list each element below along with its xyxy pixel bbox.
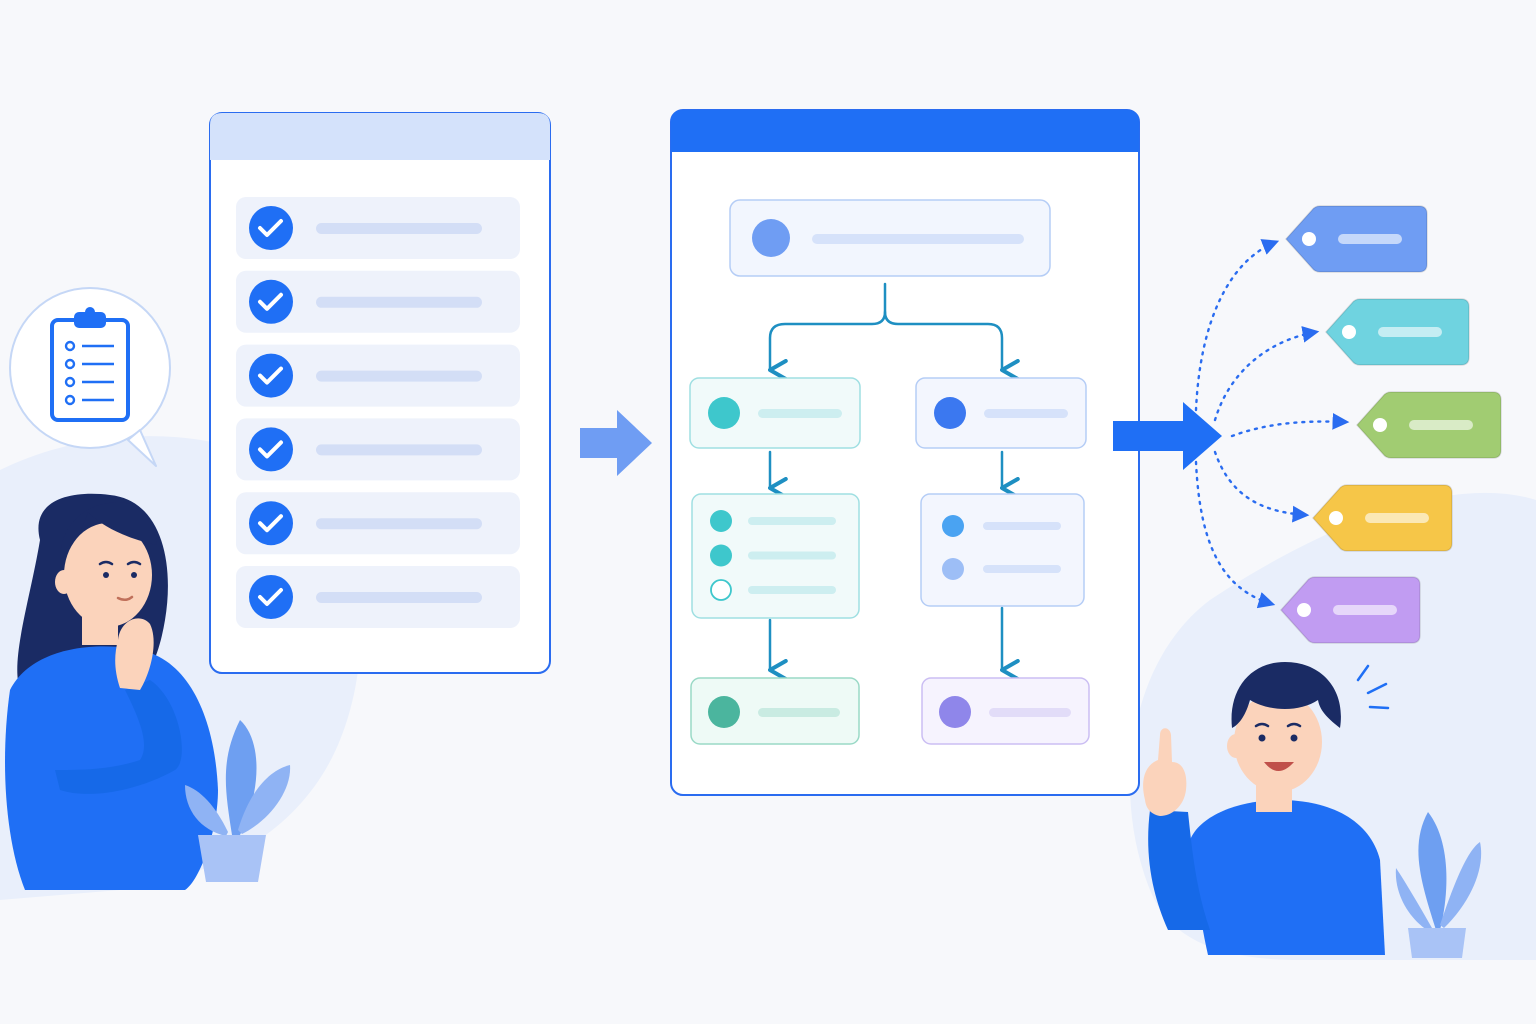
man-hand-pointing: [1143, 728, 1187, 816]
man-face: [1234, 692, 1322, 792]
flow-node-dot: [939, 696, 971, 728]
placeholder-line: [1409, 420, 1473, 430]
checkmark-circle-icon: [249, 279, 293, 324]
thought-bubble: [9, 287, 171, 467]
checklist-row: [236, 197, 520, 259]
dotted-arrow: [1213, 450, 1310, 523]
tag-hole: [1329, 511, 1343, 525]
flow-list-item: [710, 544, 836, 567]
right-arrow-icon: [1113, 402, 1222, 470]
bullet-dot: [942, 515, 964, 537]
checklist-row: [236, 492, 520, 555]
flow-list-item: [710, 579, 836, 601]
tag-icon: [1284, 205, 1428, 273]
placeholder-line: [758, 708, 840, 717]
checklist-row: [236, 270, 520, 333]
placeholder-line: [316, 444, 482, 456]
bullet-dot-empty: [710, 579, 732, 601]
man-hair: [1231, 662, 1341, 728]
dotted-arrow: [1230, 413, 1350, 438]
right-arrow-icon: [580, 410, 652, 476]
placeholder-line: [758, 409, 842, 418]
checkmark-circle-icon: [249, 427, 293, 472]
flow-node-dot: [708, 397, 740, 429]
dotted-arrow: [1194, 239, 1280, 412]
flow-list: [710, 510, 836, 601]
dotted-fan-arrows: [1194, 239, 1350, 609]
tag-icon: [1355, 391, 1502, 459]
placeholder-line: [316, 370, 482, 382]
dotted-arrow: [1213, 326, 1320, 422]
placeholder-line: [983, 522, 1061, 530]
tag-hole: [1342, 325, 1356, 339]
checklist-row: [236, 418, 520, 481]
idea-man: [1143, 662, 1390, 955]
tag-hole: [1373, 418, 1387, 432]
flow-node-dot: [708, 696, 740, 728]
clipboard-checklist-icon: [50, 307, 130, 422]
placeholder-line: [1365, 513, 1429, 523]
flow-right-node-2: [920, 493, 1085, 607]
flow-list-item: [942, 515, 1061, 537]
potted-plant-icon: [185, 720, 291, 882]
thinking-woman: [5, 493, 218, 890]
flow-left-node-1: [689, 377, 861, 449]
placeholder-line: [316, 223, 482, 234]
placeholder-line: [316, 296, 482, 308]
checkmark-circle-icon: [249, 353, 293, 398]
checklist-row: [236, 566, 520, 628]
checkmark-circle-icon: [249, 575, 293, 619]
placeholder-line: [1333, 605, 1397, 615]
connector-branch: [883, 310, 1020, 382]
placeholder-line: [748, 551, 836, 560]
flowchart-panel: [670, 109, 1140, 796]
flow-list-item: [710, 510, 836, 532]
man-arm: [1148, 810, 1210, 930]
connector-branch: [767, 282, 887, 382]
placeholder-line: [316, 518, 482, 530]
woman-arm: [55, 680, 182, 794]
woman-hair-front: [60, 502, 157, 560]
flow-right-node-1: [915, 377, 1087, 449]
bullet-dot: [942, 558, 964, 580]
bullet-dot: [710, 544, 732, 567]
placeholder-line: [989, 708, 1071, 717]
placeholder-line: [1338, 234, 1402, 244]
tag-icon: [1279, 576, 1421, 644]
potted-plant-icon: [1395, 812, 1482, 958]
placeholder-line: [984, 409, 1068, 418]
flow-node-dot: [934, 397, 966, 429]
placeholder-line: [812, 234, 1024, 244]
flow-root-node: [729, 199, 1051, 277]
flow-list-item: [942, 558, 1061, 580]
checkmark-circle-icon: [249, 501, 293, 546]
flow-list: [942, 515, 1061, 580]
flow-node-dot: [752, 219, 790, 257]
placeholder-line: [748, 586, 836, 594]
tag-icon: [1311, 484, 1453, 552]
checklist-rows: [236, 197, 520, 628]
placeholder-line: [983, 565, 1061, 573]
checklist-row: [236, 344, 520, 407]
placeholder-line: [1378, 327, 1442, 337]
checklist-panel: [209, 112, 551, 674]
tag-hole: [1302, 232, 1316, 246]
idea-spark-icon: [1356, 664, 1390, 710]
placeholder-line: [748, 517, 836, 525]
flow-right-node-3: [921, 677, 1090, 745]
tag-hole: [1297, 603, 1311, 617]
tag-icon: [1324, 298, 1470, 366]
flow-left-node-3: [690, 677, 860, 745]
checkmark-circle-icon: [249, 206, 293, 250]
woman-hand: [115, 618, 154, 690]
tags-column: [1279, 205, 1502, 644]
man-body: [1190, 800, 1385, 955]
flow-left-node-2: [691, 493, 860, 619]
placeholder-line: [316, 592, 482, 603]
bullet-dot: [710, 510, 732, 532]
